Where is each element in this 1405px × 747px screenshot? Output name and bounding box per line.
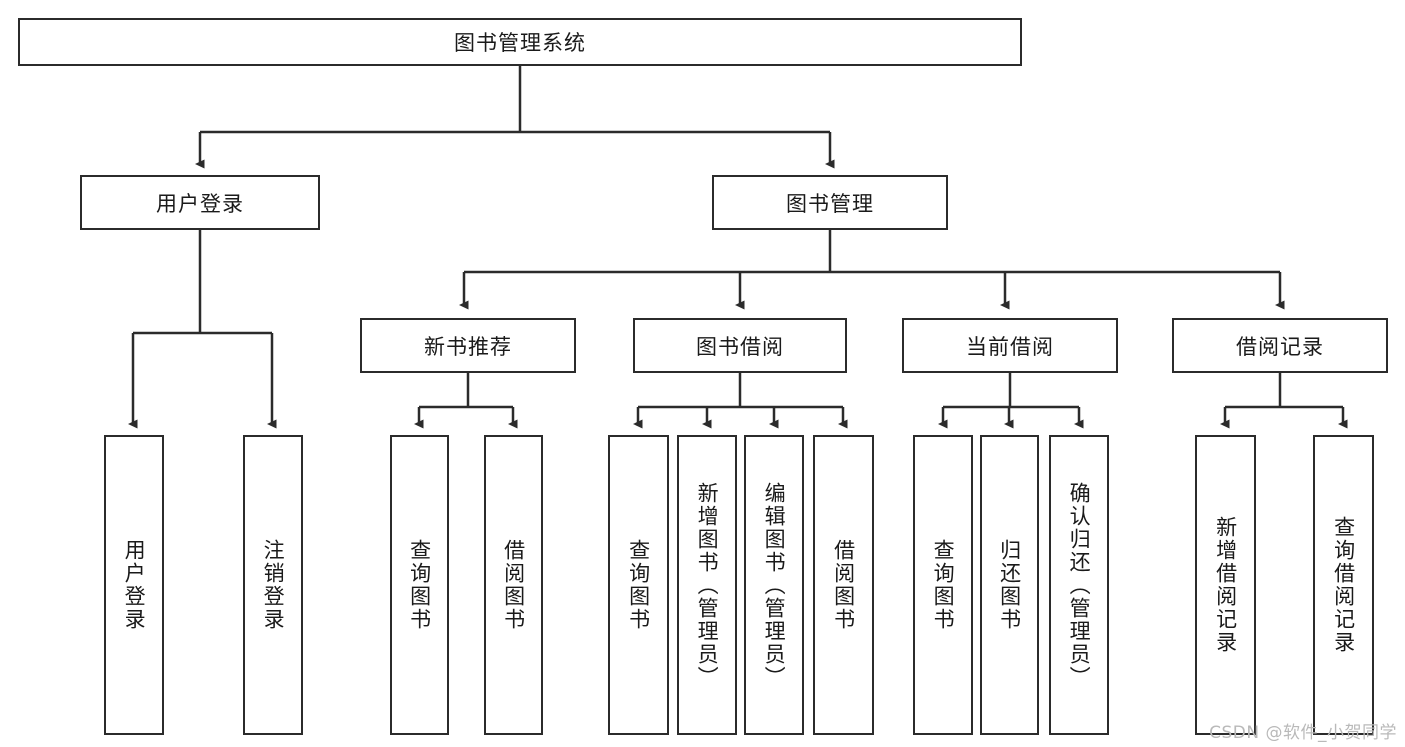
leaf-confirm-return-admin[interactable]: 确认归还（管理员）: [1049, 435, 1109, 735]
leaf-add-borrow-record[interactable]: 新增借阅记录: [1195, 435, 1256, 735]
leaf-label: 查询图书: [407, 539, 432, 631]
leaf-query-book-borrow[interactable]: 查询图书: [608, 435, 669, 735]
leaf-label: 确认归还（管理员）: [1067, 481, 1092, 689]
node-current-borrow[interactable]: 当前借阅: [902, 318, 1118, 373]
node-user-login[interactable]: 用户登录: [80, 175, 320, 230]
leaf-query-borrow-record[interactable]: 查询借阅记录: [1313, 435, 1374, 735]
leaf-borrow-book[interactable]: 借阅图书: [813, 435, 874, 735]
leaf-query-book-current[interactable]: 查询图书: [913, 435, 973, 735]
leaf-label: 查询图书: [931, 539, 956, 631]
leaf-return-book[interactable]: 归还图书: [980, 435, 1039, 735]
leaf-label: 查询图书: [626, 539, 651, 631]
node-book-borrow[interactable]: 图书借阅: [633, 318, 847, 373]
leaf-label: 借阅图书: [831, 539, 856, 631]
leaf-label: 查询借阅记录: [1331, 516, 1356, 654]
leaf-label: 新增借阅记录: [1213, 516, 1238, 654]
leaf-query-book-recommend[interactable]: 查询图书: [390, 435, 449, 735]
node-new-book-recommend[interactable]: 新书推荐: [360, 318, 576, 373]
leaf-label: 归还图书: [997, 539, 1022, 631]
node-book-management[interactable]: 图书管理: [712, 175, 948, 230]
leaf-label: 注销登录: [261, 539, 286, 631]
leaf-label: 用户登录: [122, 539, 147, 631]
leaf-label: 新增图书（管理员）: [695, 481, 720, 689]
leaf-label: 编辑图书（管理员）: [762, 481, 787, 689]
leaf-user-login[interactable]: 用户登录: [104, 435, 164, 735]
leaf-logout[interactable]: 注销登录: [243, 435, 303, 735]
leaf-label: 借阅图书: [501, 539, 526, 631]
csdn-watermark: CSDN @软件_小贺同学: [1209, 723, 1397, 743]
leaf-borrow-book-recommend[interactable]: 借阅图书: [484, 435, 543, 735]
leaf-add-book-admin[interactable]: 新增图书（管理员）: [677, 435, 737, 735]
leaf-edit-book-admin[interactable]: 编辑图书（管理员）: [744, 435, 804, 735]
node-root-title[interactable]: 图书管理系统: [18, 18, 1022, 66]
node-borrow-record[interactable]: 借阅记录: [1172, 318, 1388, 373]
